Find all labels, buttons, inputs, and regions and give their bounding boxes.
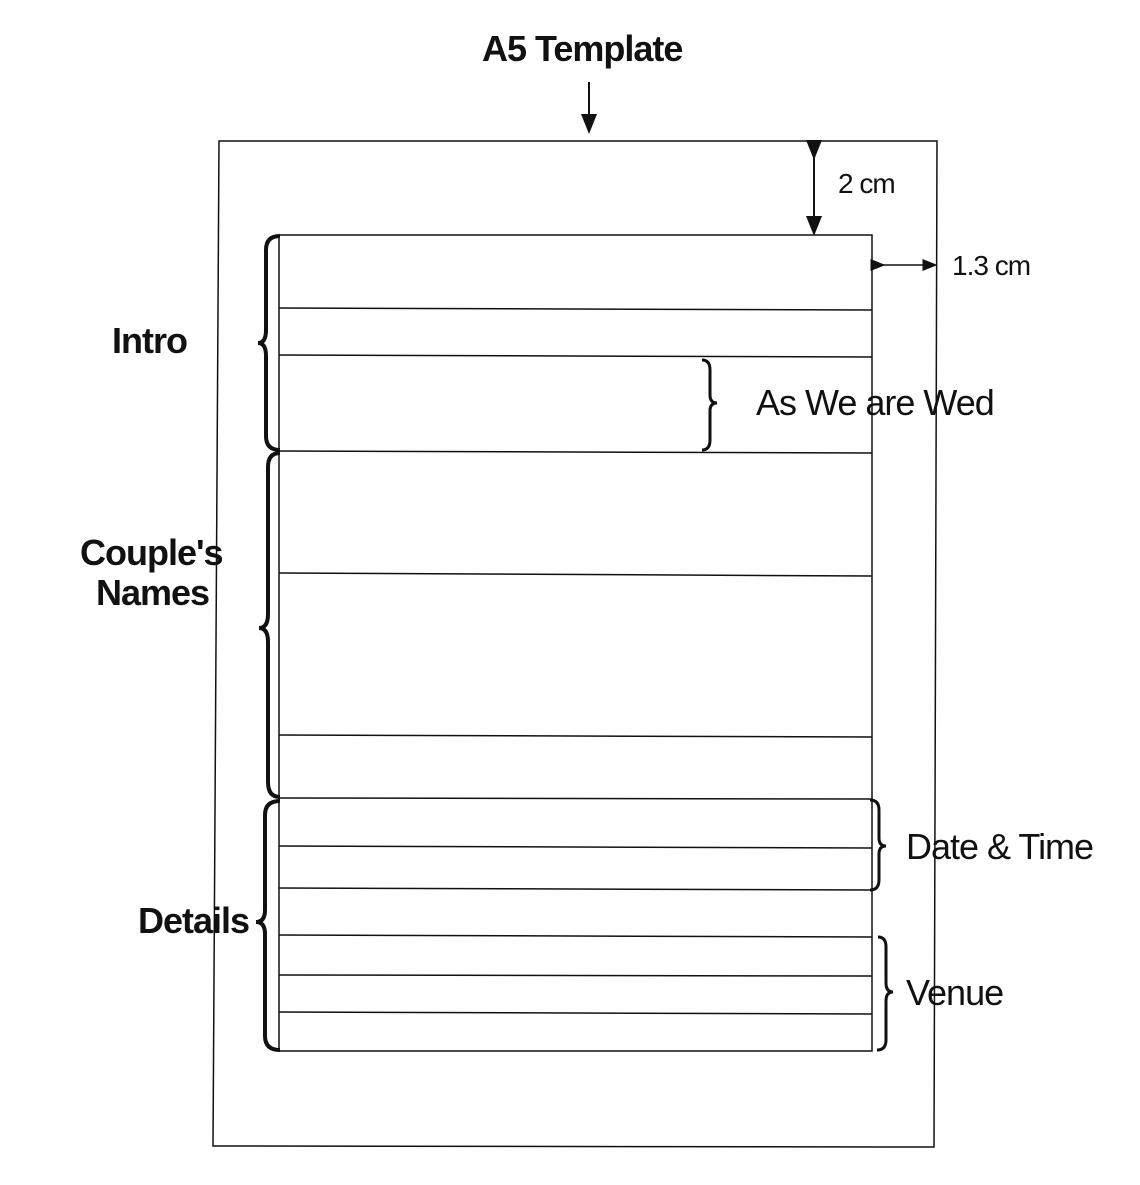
intro-brace-icon bbox=[257, 234, 281, 452]
page-outline bbox=[212, 140, 938, 1148]
names-label-line1: Couple's bbox=[80, 532, 224, 573]
content-area bbox=[278, 234, 873, 1052]
names-label-line2: Names bbox=[96, 572, 210, 613]
venue-label: Venue bbox=[906, 972, 1004, 1013]
intro-label: Intro bbox=[112, 320, 188, 361]
date-time-label: Date & Time bbox=[906, 826, 1094, 867]
diagram-title: A5 Template bbox=[482, 28, 683, 69]
content-lines bbox=[278, 307, 873, 1015]
side-margin-label: 1.3 cm bbox=[952, 250, 1031, 281]
wed-brace-icon bbox=[701, 358, 718, 452]
details-label: Details bbox=[138, 900, 250, 941]
details-brace-icon bbox=[255, 799, 281, 1052]
venue-brace-icon bbox=[876, 935, 894, 1052]
names-brace-icon bbox=[258, 451, 281, 799]
as-we-are-wed-label: As We are Wed bbox=[756, 382, 995, 423]
top-margin-label: 2 cm bbox=[838, 168, 896, 199]
date-brace-icon bbox=[869, 798, 887, 892]
